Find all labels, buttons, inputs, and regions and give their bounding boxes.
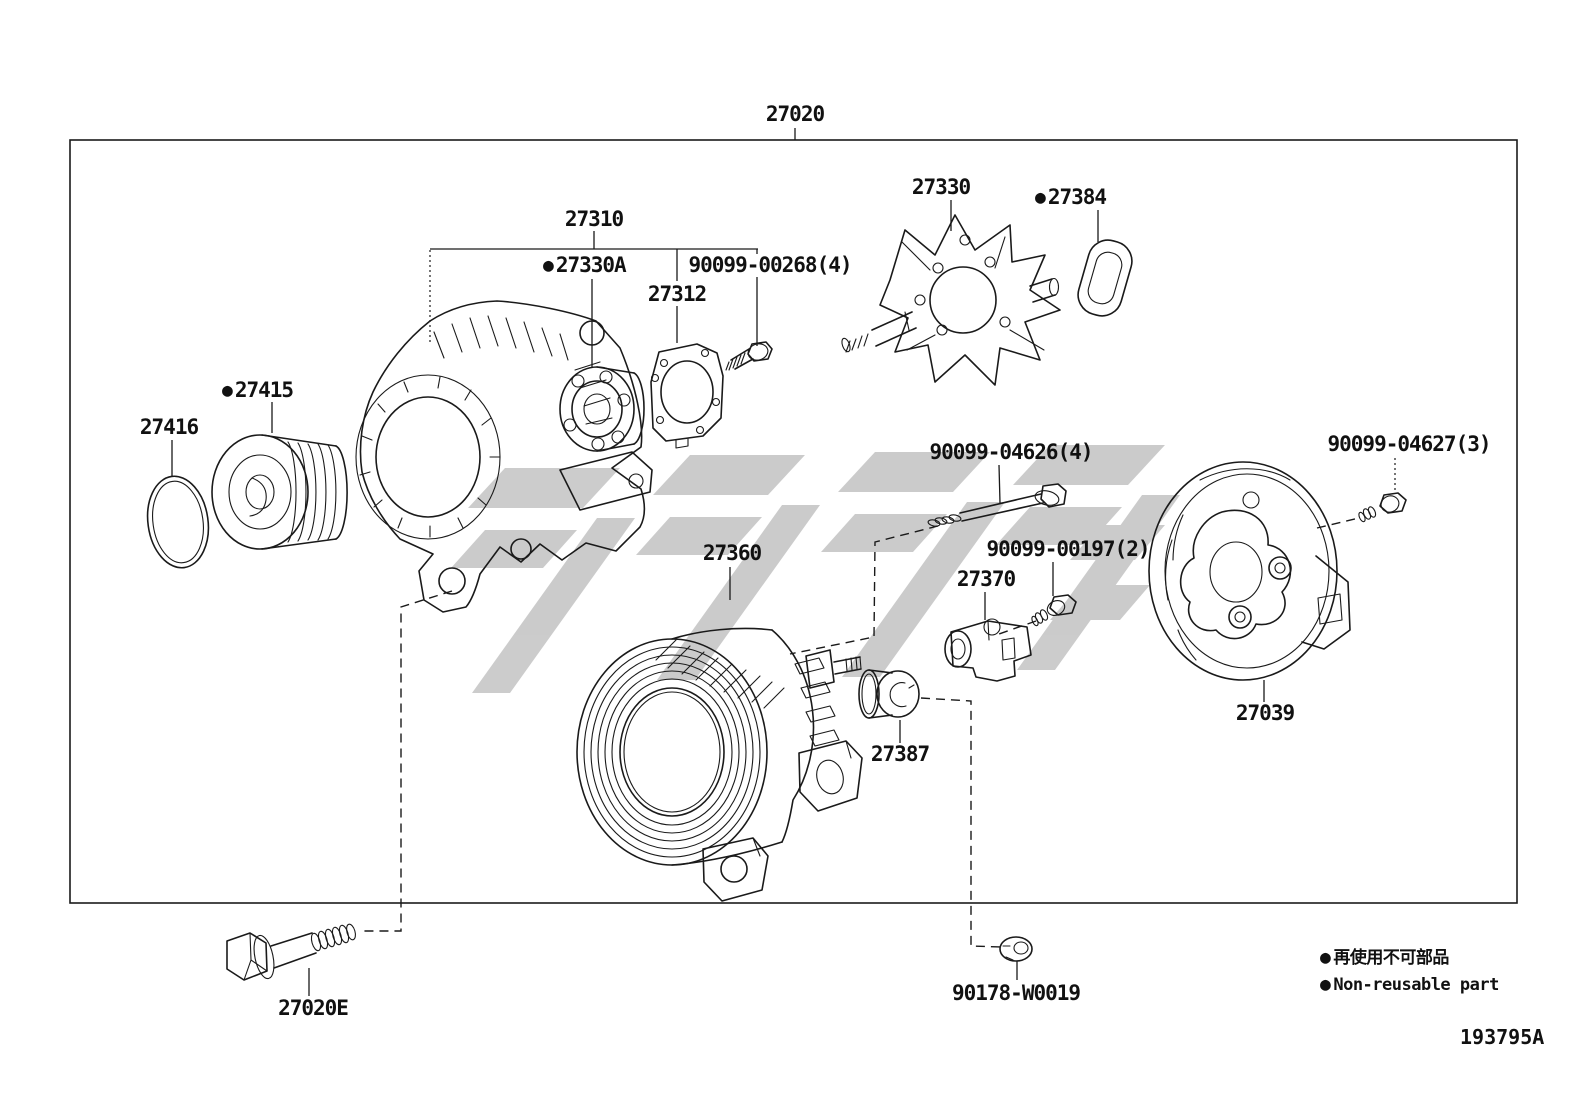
non-reusable-bullet-icon: ●	[1320, 974, 1331, 996]
brush-holder-drawing	[944, 618, 1032, 682]
part-label-27020: 27020	[765, 102, 825, 126]
dotted-leader-lines	[429, 250, 1396, 492]
through-bolt-drawing	[927, 483, 1067, 527]
front-bracket-drawing	[355, 300, 653, 613]
part-label-27312: 27312	[647, 282, 707, 306]
plate-washer-drawing	[146, 475, 210, 569]
part-label-27370: 27370	[956, 567, 1016, 591]
part-label-90099-04626: 90099-04626(4)	[929, 440, 1093, 464]
part-label-27039: 27039	[1235, 701, 1295, 725]
leader-lines	[171, 128, 1265, 996]
cover-screw-drawing	[1358, 492, 1407, 523]
seal-drawing	[1077, 239, 1133, 317]
part-label-27416: 27416	[139, 415, 199, 439]
terminal-nut-drawing	[999, 936, 1033, 962]
terminal-insulator-drawing	[858, 669, 920, 719]
watermark	[451, 445, 1180, 693]
part-label-27310: 27310	[564, 207, 624, 231]
pulley-drawing	[211, 434, 348, 550]
legend-text-en: Non-reusable part	[1333, 975, 1499, 995]
legend-row-jp: ● 再使用不可部品	[1320, 949, 1449, 968]
legend-row-en: ● Non-reusable part	[1320, 976, 1499, 995]
retainer-screw-drawing	[725, 341, 773, 371]
non-reusable-bullet-icon: ●	[543, 254, 554, 276]
bearing-drawing	[559, 366, 645, 452]
legend-text-jp: 再使用不可部品	[1333, 948, 1449, 968]
part-label-27384: ●27384	[1035, 185, 1107, 209]
diagram-border	[69, 139, 1518, 904]
drawing-number: 193795A	[1460, 1025, 1545, 1049]
non-reusable-bullet-icon: ●	[222, 379, 233, 401]
bearing-retainer-drawing	[650, 343, 724, 449]
part-label-90099-04627: 90099-04627(3)	[1327, 432, 1491, 456]
rotor-drawing	[841, 214, 1061, 386]
part-label-27415: ●27415	[222, 378, 294, 402]
rear-cover-drawing	[1148, 461, 1351, 681]
part-label-90099-00268: 90099-00268(4)	[688, 253, 852, 277]
brush-holder-screw-drawing	[1031, 594, 1077, 627]
part-label-27020E: 27020E	[278, 996, 349, 1020]
part-label-27387: 27387	[870, 742, 930, 766]
non-reusable-bullet-icon: ●	[1035, 186, 1046, 208]
part-label-27360: 27360	[702, 541, 762, 565]
mount-bolt-drawing	[226, 923, 356, 981]
dashed-lines	[362, 517, 1360, 948]
part-label-27330: 27330	[911, 175, 971, 199]
stator-drawing	[576, 627, 863, 902]
part-label-27330A: ●27330A	[543, 253, 627, 277]
part-label-90178-W0019: 90178-W0019	[951, 981, 1081, 1005]
non-reusable-bullet-icon: ●	[1320, 947, 1331, 969]
part-label-90099-00197: 90099-00197(2)	[986, 537, 1150, 561]
